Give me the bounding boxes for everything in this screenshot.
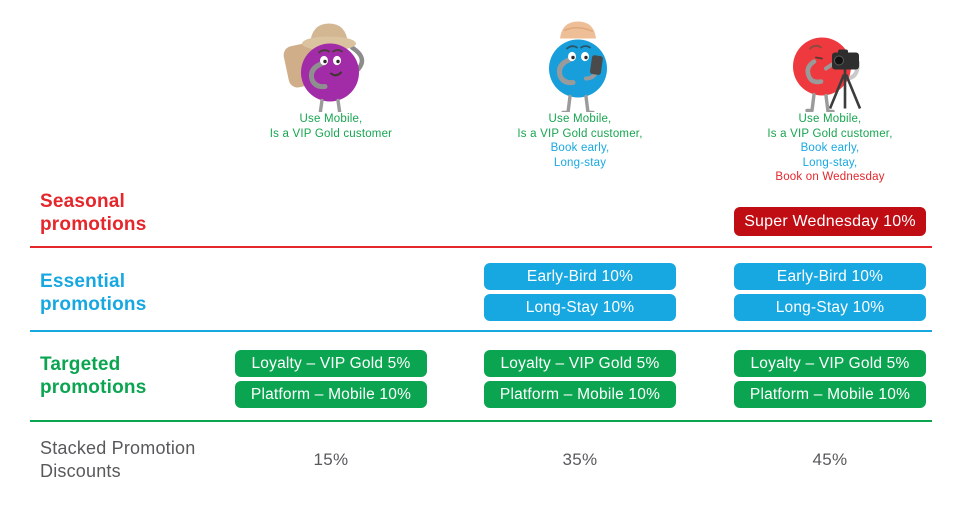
trait-line: Long-stay xyxy=(553,156,607,169)
seasonal-label-line1: Seasonal xyxy=(40,191,126,212)
early-bird-button-col3[interactable]: Early-Bird 10% xyxy=(734,263,926,290)
trait-line: Use Mobile, xyxy=(548,113,612,125)
essential-label-line2: promotions xyxy=(40,294,147,315)
trait-line: Book early, xyxy=(800,142,860,154)
trait-line: Book early, xyxy=(550,142,610,154)
red-photographer-character-icon xyxy=(793,37,862,112)
early-bird-button-col2[interactable]: Early-Bird 10% xyxy=(484,263,676,290)
essential-label-line1: Essential xyxy=(40,271,126,292)
blue-mobile-user-character-icon xyxy=(549,21,607,112)
character2-traits: Use Mobile, Is a VIP Gold customer, Book… xyxy=(460,112,700,170)
character3-traits: Use Mobile, Is a VIP Gold customer, Book… xyxy=(710,112,950,185)
long-stay-button-col2[interactable]: Long-Stay 10% xyxy=(484,294,676,321)
loyalty-vip-gold-button-col3[interactable]: Loyalty – VIP Gold 5% xyxy=(734,350,926,377)
platform-mobile-button-col1[interactable]: Platform – Mobile 10% xyxy=(235,381,427,408)
loyalty-vip-gold-button-col2[interactable]: Loyalty – VIP Gold 5% xyxy=(484,350,676,377)
targeted-label-line1: Targeted xyxy=(40,354,121,375)
stacked-discount-value-col3: 45% xyxy=(812,450,848,469)
character1-traits: Use Mobile, Is a VIP Gold customer xyxy=(211,112,451,141)
essential-promotions-label: Essential promotions xyxy=(40,270,147,316)
platform-mobile-button-col3[interactable]: Platform – Mobile 10% xyxy=(734,381,926,408)
super-wednesday-button[interactable]: Super Wednesday 10% xyxy=(734,207,926,236)
targeted-divider-line xyxy=(30,420,932,422)
trait-line: Is a VIP Gold customer, xyxy=(517,127,643,140)
stacked-discount-value-col2: 35% xyxy=(562,450,598,469)
targeted-label-line2: promotions xyxy=(40,377,147,398)
seasonal-divider-line xyxy=(30,246,932,248)
trait-line: Long-stay, xyxy=(802,156,858,169)
targeted-promotions-label: Targeted promotions xyxy=(40,353,147,399)
trait-line: Is a VIP Gold customer xyxy=(269,127,393,140)
seasonal-promotions-label: Seasonal promotions xyxy=(40,190,147,236)
essential-divider-line xyxy=(30,330,932,332)
trait-line: Use Mobile, xyxy=(299,113,363,125)
long-stay-button-col3[interactable]: Long-Stay 10% xyxy=(734,294,926,321)
stacked-label-line1: Stacked Promotion xyxy=(40,438,196,458)
purple-explorer-character-icon xyxy=(283,23,365,112)
trait-line: Use Mobile, xyxy=(798,113,862,125)
stacked-discounts-label: Stacked Promotion Discounts xyxy=(40,437,195,483)
loyalty-vip-gold-button-col1[interactable]: Loyalty – VIP Gold 5% xyxy=(235,350,427,377)
trait-line: Book on Wednesday xyxy=(775,171,885,183)
seasonal-label-line2: promotions xyxy=(40,214,147,235)
stacked-discount-value-col1: 15% xyxy=(313,450,349,469)
platform-mobile-button-col2[interactable]: Platform – Mobile 10% xyxy=(484,381,676,408)
stacked-label-line2: Discounts xyxy=(40,461,121,481)
trait-line: Is a VIP Gold customer, xyxy=(767,127,893,140)
